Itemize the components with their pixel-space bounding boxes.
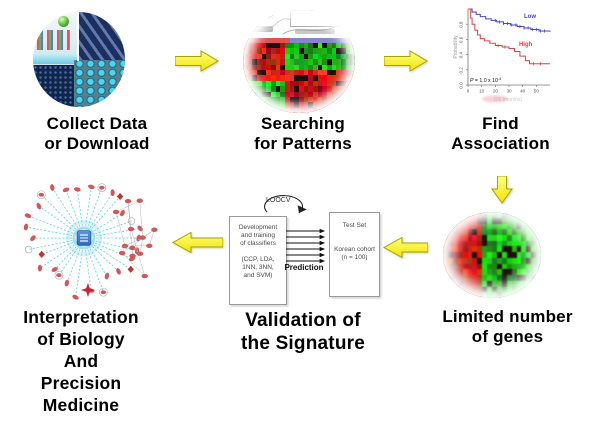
svg-text:0.4: 0.4 <box>459 51 464 58</box>
svg-text:50: 50 <box>534 89 540 94</box>
collage-droplet-grid-segment <box>74 59 125 107</box>
svg-text:0.8: 0.8 <box>459 21 464 28</box>
collage-microarray-dark-segment <box>33 65 79 107</box>
svg-text:Probability: Probability <box>453 35 459 59</box>
svg-text:0: 0 <box>467 89 470 94</box>
arrow-left-icon <box>171 232 223 253</box>
survival-plot: 0.0 0.2 0.4 0.6 0.8 0 10 20 30 40 50 Probability Low… <box>453 8 551 103</box>
svg-text:0.6: 0.6 <box>459 36 464 43</box>
svg-text:30: 30 <box>506 89 512 94</box>
svg-text:0.0: 0.0 <box>459 82 464 89</box>
dendrogram-header: ster R <box>243 9 355 38</box>
svg-text:High: High <box>519 42 533 48</box>
class-label-bar <box>243 38 355 43</box>
arrow-left-icon <box>382 237 428 258</box>
svg-text:10: 10 <box>479 89 485 94</box>
arrow-right-icon <box>384 50 428 72</box>
prediction-label: Prediction <box>284 263 324 272</box>
svg-text:OS (months): OS (months) <box>494 97 523 103</box>
legend-box <box>290 10 353 27</box>
heatmap-tiles <box>443 212 541 298</box>
svg-text:0.2: 0.2 <box>459 67 464 74</box>
loocv-loop-icon <box>264 195 307 214</box>
arrow-down-icon <box>491 176 513 204</box>
patterns-heatmap-image: ster R <box>243 9 355 113</box>
limited-genes-heatmap-image <box>443 212 541 298</box>
svg-text:40: 40 <box>520 89 526 94</box>
svg-text:Low: Low <box>524 14 536 20</box>
dna-trace-stripes <box>36 30 70 51</box>
svg-text:20: 20 <box>493 89 499 94</box>
heatmap-tiles <box>243 43 355 113</box>
prediction-arrows-icon <box>286 228 326 264</box>
arrow-right-icon <box>175 50 219 72</box>
collage-divider <box>77 12 80 62</box>
collect-data-image <box>33 12 125 107</box>
green-sphere <box>57 16 69 28</box>
pathway-network-image <box>23 183 158 300</box>
collage-instrument-segment <box>79 12 125 60</box>
cluster-text-fragment: ster R <box>251 12 274 21</box>
loocv-label: LOOCV <box>266 197 291 204</box>
test-set-box: Test Set Korean cohort(n = 100) <box>329 212 380 297</box>
svg-text:P = 1.0 x 10-4: P = 1.0 x 10-4 <box>470 77 501 84</box>
collage-cyan-band <box>33 53 81 65</box>
